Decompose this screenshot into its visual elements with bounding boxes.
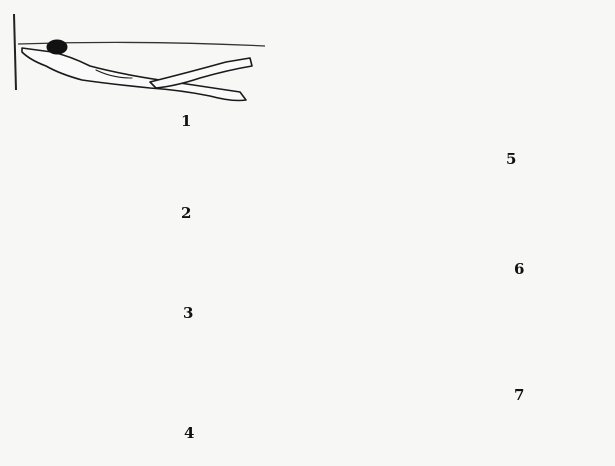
pool-wall-1	[14, 14, 16, 90]
swimmer-1-cap	[47, 40, 67, 54]
panel-label-7: 7	[514, 386, 524, 404]
swimmer-1-leg	[150, 58, 252, 88]
panel-label-6: 6	[514, 260, 524, 278]
panel-label-5: 5	[506, 150, 516, 168]
panel-label-1: 1	[181, 112, 191, 130]
panel-label-3: 3	[183, 304, 193, 322]
panel-label-4: 4	[184, 424, 194, 442]
panel-label-2: 2	[181, 204, 191, 222]
panel-1-illustration	[14, 14, 265, 101]
